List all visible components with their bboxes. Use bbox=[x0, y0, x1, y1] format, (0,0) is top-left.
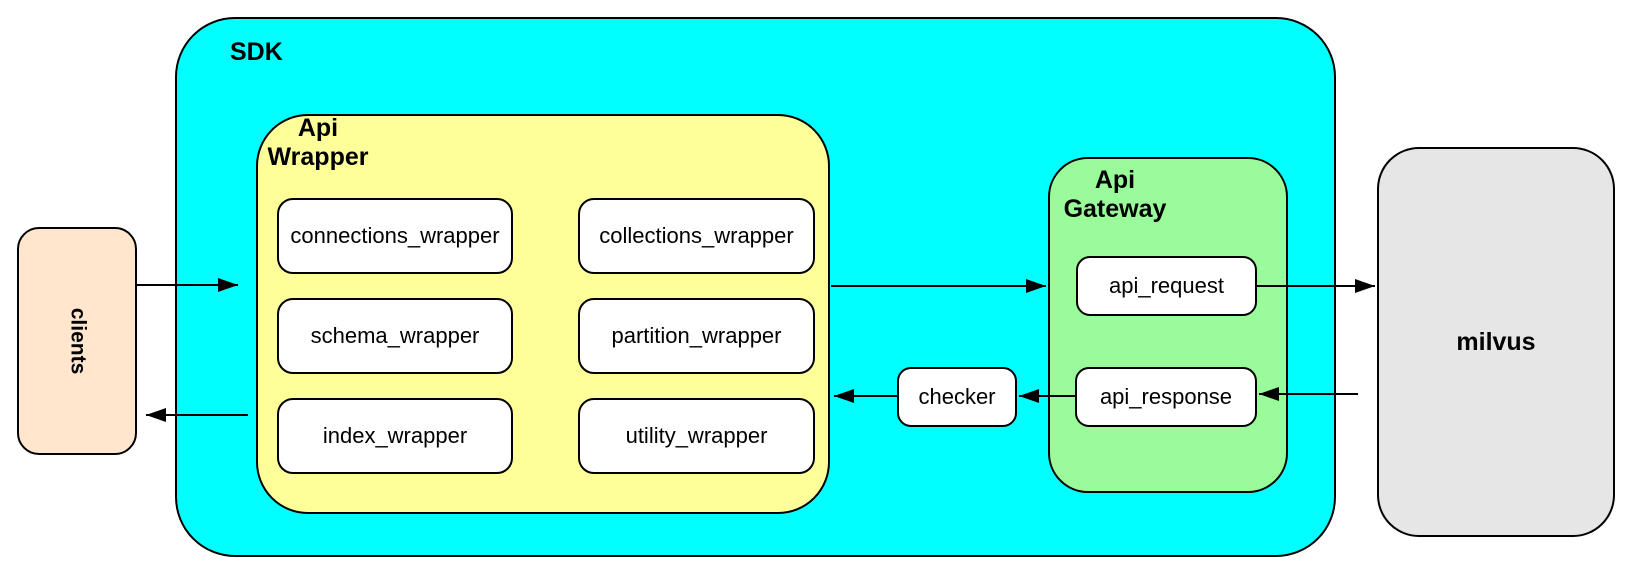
api-wrapper-label-line1: Api bbox=[297, 114, 339, 142]
clients-label: clients bbox=[66, 307, 89, 375]
node-connections-wrapper: connections_wrapper bbox=[277, 198, 513, 274]
node-collections-wrapper: collections_wrapper bbox=[578, 198, 815, 274]
api-wrapper-label-line2: Wrapper bbox=[267, 143, 369, 171]
node-partition-wrapper: partition_wrapper bbox=[578, 298, 815, 374]
node-index-wrapper: index_wrapper bbox=[277, 398, 513, 474]
node-milvus: milvus bbox=[1377, 147, 1615, 537]
node-api-request: api_request bbox=[1076, 256, 1257, 316]
api-gateway-label-line1: Api bbox=[1094, 166, 1136, 194]
node-clients: clients bbox=[17, 227, 137, 455]
node-api-response: api_response bbox=[1075, 367, 1257, 427]
api-gateway-label: Api Gateway bbox=[1064, 166, 1167, 224]
node-schema-wrapper: schema_wrapper bbox=[277, 298, 513, 374]
api-wrapper-label: Api Wrapper bbox=[268, 114, 369, 172]
node-utility-wrapper: utility_wrapper bbox=[578, 398, 815, 474]
milvus-label: milvus bbox=[1456, 327, 1536, 356]
container-api-gateway bbox=[1048, 157, 1288, 493]
sdk-label: SDK bbox=[230, 38, 283, 66]
node-checker: checker bbox=[897, 367, 1017, 427]
api-gateway-label-line2: Gateway bbox=[1063, 195, 1167, 223]
